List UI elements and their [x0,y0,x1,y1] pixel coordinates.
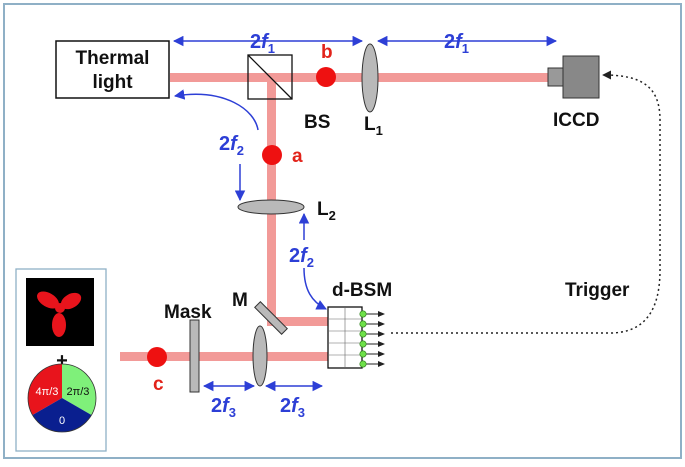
plus-sign: + [56,350,68,372]
beam-splitter [247,54,293,100]
dbsm-grid [328,307,362,368]
label-2f3-left: 2f3 [211,395,236,420]
dbsm-detector-dot [359,340,367,348]
mask-pattern [37,291,82,337]
iccd-body [562,55,600,99]
point-c-label: c [153,374,164,395]
dbsm-detector-dot [359,330,367,338]
thermal-light-label-1: Thermal [76,48,150,69]
label-2f1-right: 2f1 [444,31,469,56]
lens-2-label: L2 [317,199,336,223]
lens-1 [361,43,379,113]
trigger-line [391,70,661,334]
iccd-label: ICCD [553,110,599,131]
dbsm-outputs [359,310,385,368]
mask [189,319,200,393]
dbsm-detector-dot [359,320,367,328]
thermal-light-box [55,40,170,99]
bs-label: BS [304,112,330,133]
phase-segment-4pi3 [28,364,62,415]
beam-splitter-diagonal [247,54,293,100]
lens-1-label: L1 [364,114,383,138]
beam-mirror-to-dbsm [267,317,329,326]
iccd-lens [547,67,565,87]
label-2f2-lower: 2f2 [289,245,314,270]
label-2f1-left: 2f1 [250,31,275,56]
phase-segment-0 [32,398,92,432]
point-b [316,67,336,87]
label-2f2-upper: 2f2 [219,133,244,158]
dbsm-detector-dot [359,360,367,368]
distance-arrows [172,35,558,392]
lens-2 [237,199,305,215]
dbsm-output-arrow [378,341,385,347]
phase-segment-2pi3 [62,364,96,415]
dbsm-detector-dot [359,310,367,318]
iccd-camera [547,55,600,99]
dbsm-output-arrow [378,311,385,317]
point-c [147,347,167,367]
trigger-label: Trigger [565,280,630,301]
arrow-2f2-to-dbsm [303,267,327,310]
beam-top [170,73,552,82]
dbsm-output-arrow [378,351,385,357]
mirror-m [254,301,288,335]
label-2f3-right: 2f3 [280,395,305,420]
dbsm-detector-dot [359,350,367,358]
lens-3 [252,325,268,387]
point-b-label: b [321,42,333,63]
phase-label-0: 0 [59,415,65,427]
dbsm-output-arrow [378,361,385,367]
thermal-light-label-2: light [92,72,133,93]
arrow-2f2-upper [173,89,259,131]
dbsm-output-arrow [378,331,385,337]
phase-label-4pi3: 4π/3 [36,386,59,398]
mask-label: Mask [164,302,212,323]
phase-plate [27,363,97,433]
dbsm-output-arrow [378,321,385,327]
point-a-label: a [292,146,303,167]
dbsm-label: d-BSM [332,280,392,301]
point-a [262,145,282,165]
mirror-label: M [232,290,248,311]
phase-label-2pi3: 2π/3 [67,386,90,398]
beam-bottom [120,352,328,361]
